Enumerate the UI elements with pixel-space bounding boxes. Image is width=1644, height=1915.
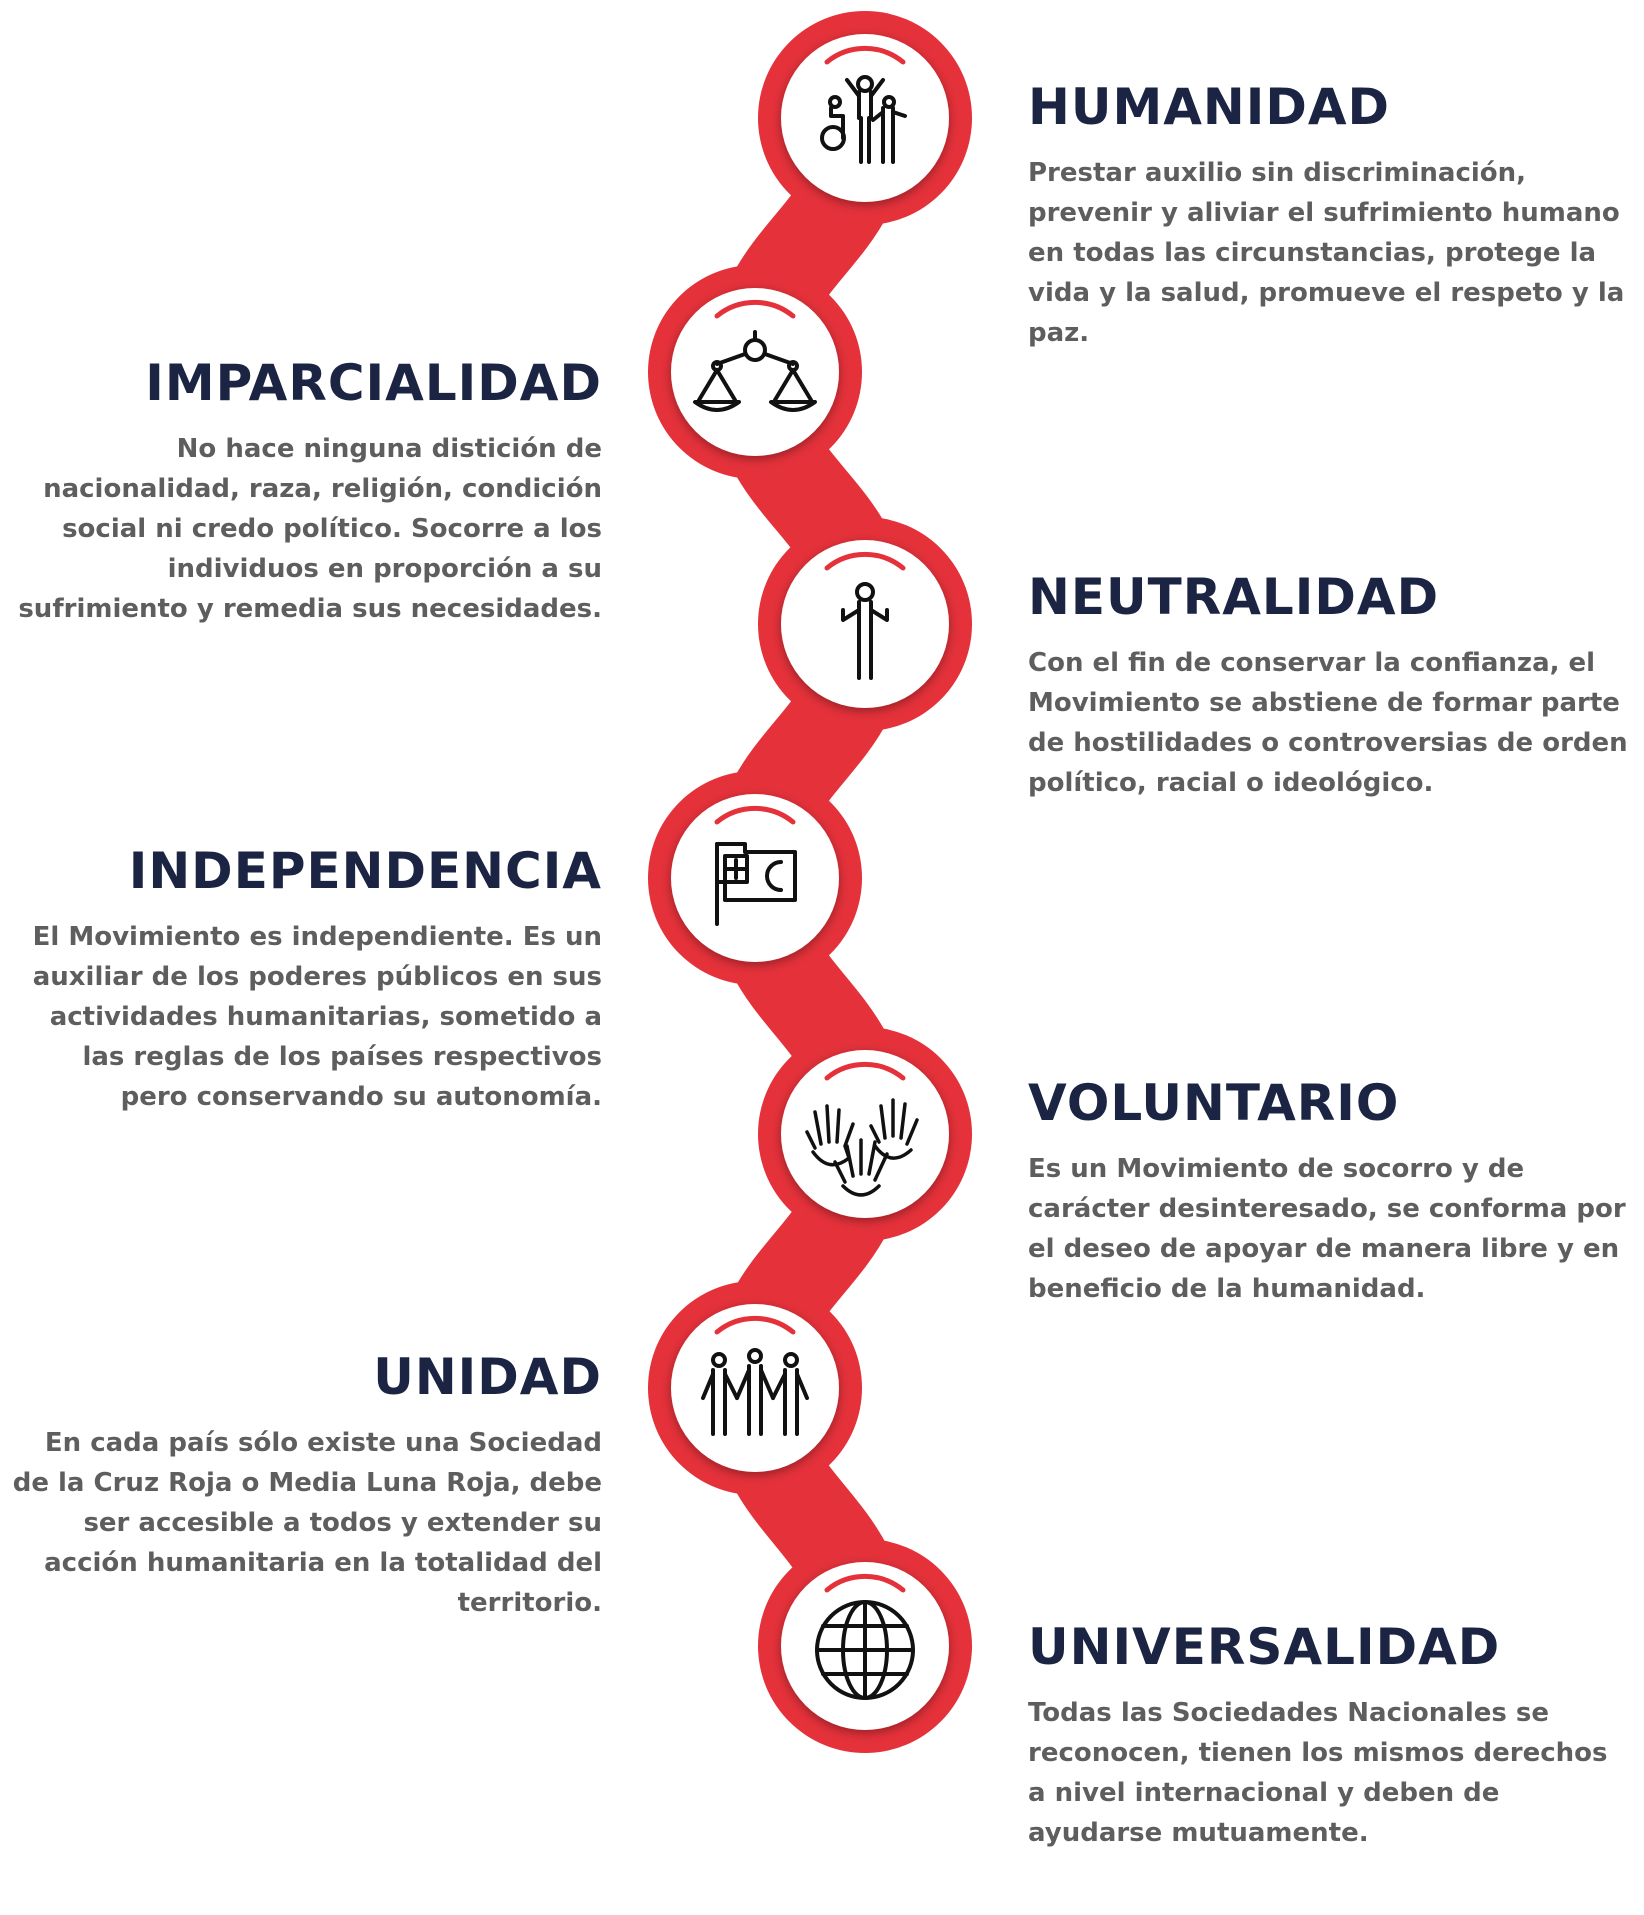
principle-title: VOLUNTARIO (1028, 1074, 1400, 1132)
principle-description: Prestar auxilio sin discriminación, prev… (1028, 158, 1625, 348)
principle-title: UNIDAD (373, 1348, 602, 1406)
principle-imparcialidad: IMPARCIALIDAD No hace ninguna distición … (12, 356, 602, 629)
principle-description: En cada país sólo existe una Sociedad de… (12, 1428, 602, 1618)
principle-voluntario: VOLUNTARIO Es un Movimiento de socorro y… (1028, 1076, 1644, 1309)
principle-title: INDEPENDENCIA (128, 842, 602, 900)
globe-icon (815, 1600, 915, 1700)
group-people-icon (701, 1348, 809, 1436)
principle-description: El Movimiento es independiente. Es un au… (32, 922, 602, 1112)
principle-description: Todas las Sociedades Nacionales se recon… (1028, 1698, 1608, 1848)
principle-title: UNIVERSALIDAD (1028, 1618, 1501, 1676)
node-unidad (648, 1281, 862, 1495)
people-wheelchair-icon (820, 75, 907, 164)
principle-independencia: INDEPENDENCIA El Movimiento es independi… (12, 844, 602, 1117)
principle-universalidad: UNIVERSALIDAD Todas las Sociedades Nacio… (1028, 1620, 1644, 1853)
balance-scale-icon (693, 330, 817, 412)
node-independencia (648, 771, 862, 985)
node-neutralidad (758, 517, 972, 731)
principle-description: Con el fin de conservar la confianza, el… (1028, 648, 1628, 798)
principle-title: HUMANIDAD (1028, 78, 1391, 136)
node-imparcialidad (648, 265, 862, 479)
neutral-person-icon (841, 582, 889, 680)
principle-unidad: UNIDAD En cada país sólo existe una Soci… (12, 1350, 602, 1623)
principle-description: No hace ninguna distición de nacionalida… (18, 434, 602, 624)
principle-humanidad: HUMANIDAD Prestar auxilio sin discrimina… (1028, 80, 1644, 353)
node-universalidad (758, 1539, 972, 1753)
raised-hands-icon (805, 1098, 919, 1197)
principle-neutralidad: NEUTRALIDAD Con el fin de conservar la c… (1028, 570, 1644, 803)
cross-crescent-flag-icon (715, 842, 797, 926)
principle-description: Es un Movimiento de socorro y de carácte… (1028, 1154, 1626, 1304)
principle-title: NEUTRALIDAD (1028, 568, 1440, 626)
principle-title: IMPARCIALIDAD (145, 354, 602, 412)
node-humanidad (758, 11, 972, 225)
node-voluntario (758, 1027, 972, 1241)
